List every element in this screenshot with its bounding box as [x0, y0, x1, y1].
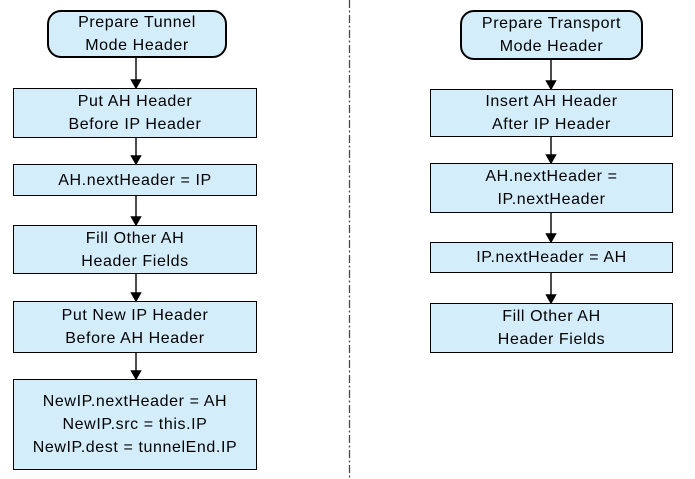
arrowhead-down-icon: [130, 292, 142, 303]
node-ip-nextheader-equals-ah: IP.nextHeader = AH: [430, 242, 673, 273]
node-prepare-transport-mode-header: Prepare Transport Mode Header: [460, 10, 643, 60]
node-prepare-tunnel-mode-header: Prepare Tunnel Mode Header: [47, 10, 227, 58]
node-ah-nextheader-equals-ip: AH.nextHeader = IP: [13, 164, 257, 196]
arrowhead-down-icon: [545, 294, 557, 305]
node-put-new-ip-header-before-ah-header: Put New IP Header Before AH Header: [13, 301, 257, 353]
node-insert-ah-header-after-ip-header: Insert AH Header After IP Header: [430, 89, 673, 137]
node-fill-other-ah-header-fields-transport: Fill Other AH Header Fields: [430, 303, 673, 353]
arrowhead-down-icon: [130, 370, 142, 381]
arrowhead-down-icon: [130, 155, 142, 166]
node-fill-other-ah-header-fields-tunnel: Fill Other AH Header Fields: [13, 225, 257, 274]
arrowhead-down-icon: [545, 80, 557, 91]
arrowhead-down-icon: [130, 79, 142, 90]
node-ah-nextheader-equals-ip-nextheader: AH.nextHeader = IP.nextHeader: [430, 163, 673, 213]
arrowhead-down-icon: [545, 154, 557, 165]
arrowhead-down-icon: [545, 233, 557, 244]
node-newip-assignments: NewIP.nextHeader = AH NewIP.src = this.I…: [13, 379, 257, 470]
arrowhead-down-icon: [130, 216, 142, 227]
node-put-ah-header-before-ip-header: Put AH Header Before IP Header: [13, 88, 257, 138]
